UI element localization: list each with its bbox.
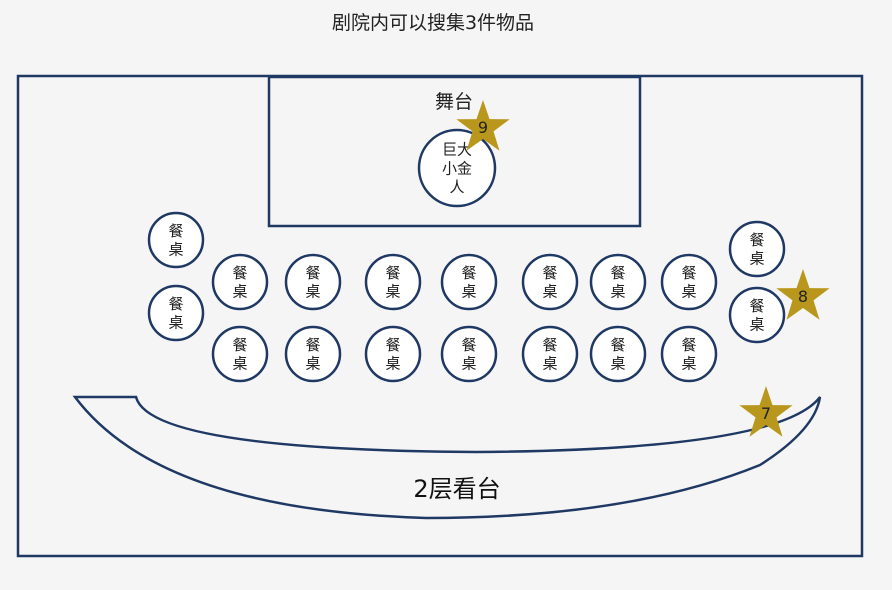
dining-table[interactable]: 餐桌 xyxy=(728,286,786,344)
stage-label: 舞台 xyxy=(435,91,473,113)
dining-table[interactable]: 餐桌 xyxy=(521,253,579,311)
dining-table-label: 餐桌 xyxy=(385,336,400,373)
dining-table[interactable]: 餐桌 xyxy=(728,220,786,278)
dining-table-label: 餐桌 xyxy=(305,336,320,373)
dining-table[interactable]: 餐桌 xyxy=(211,253,269,311)
dining-table[interactable]: 餐桌 xyxy=(284,253,342,311)
item-star-number: 7 xyxy=(761,404,771,423)
page-title: 剧院内可以搜集3件物品 xyxy=(331,12,535,34)
dining-table-label: 餐桌 xyxy=(749,231,764,268)
dining-table[interactable]: 餐桌 xyxy=(660,325,718,383)
dining-table[interactable]: 餐桌 xyxy=(284,325,342,383)
dining-table-label: 餐桌 xyxy=(542,336,557,373)
golden-statue-label: 巨大小金人 xyxy=(442,141,472,197)
dining-table-label: 餐桌 xyxy=(610,264,625,301)
dining-table-label: 餐桌 xyxy=(232,336,247,373)
star-icon xyxy=(776,269,830,320)
item-star-number: 9 xyxy=(478,118,488,137)
dining-table[interactable]: 餐桌 xyxy=(364,253,422,311)
dining-table-label: 餐桌 xyxy=(305,264,320,301)
dining-table[interactable]: 餐桌 xyxy=(589,253,647,311)
dining-table[interactable]: 餐桌 xyxy=(147,211,205,269)
item-star-number: 8 xyxy=(798,287,808,306)
item-star-marker[interactable]: 8 xyxy=(776,269,830,320)
dining-table-label: 餐桌 xyxy=(461,336,476,373)
dining-table-label: 餐桌 xyxy=(168,222,183,259)
dining-table[interactable]: 餐桌 xyxy=(211,325,269,383)
dining-table[interactable]: 餐桌 xyxy=(440,253,498,311)
star-icon xyxy=(456,100,510,151)
balcony-label: 2层看台 xyxy=(413,475,500,503)
dining-table-label: 餐桌 xyxy=(461,264,476,301)
dining-table-label: 餐桌 xyxy=(168,295,183,332)
dining-table-label: 餐桌 xyxy=(232,264,247,301)
dining-table-label: 餐桌 xyxy=(681,264,696,301)
dining-table[interactable]: 餐桌 xyxy=(660,253,718,311)
dining-table[interactable]: 餐桌 xyxy=(364,325,422,383)
dining-table-label: 餐桌 xyxy=(610,336,625,373)
item-star-marker[interactable]: 9 xyxy=(456,100,510,151)
dining-table-label: 餐桌 xyxy=(749,297,764,334)
balcony-area xyxy=(72,395,822,520)
dining-table[interactable]: 餐桌 xyxy=(521,325,579,383)
dining-table[interactable]: 餐桌 xyxy=(589,325,647,383)
golden-statue[interactable]: 巨大小金人 xyxy=(417,128,497,208)
item-markers: 9 8 7 xyxy=(456,100,830,437)
dining-table[interactable]: 餐桌 xyxy=(440,325,498,383)
dining-table[interactable]: 餐桌 xyxy=(147,284,205,342)
star-icon xyxy=(739,386,793,437)
item-star-marker[interactable]: 7 xyxy=(739,386,793,437)
dining-table-label: 餐桌 xyxy=(681,336,696,373)
dining-table-label: 餐桌 xyxy=(542,264,557,301)
dining-table-label: 餐桌 xyxy=(385,264,400,301)
